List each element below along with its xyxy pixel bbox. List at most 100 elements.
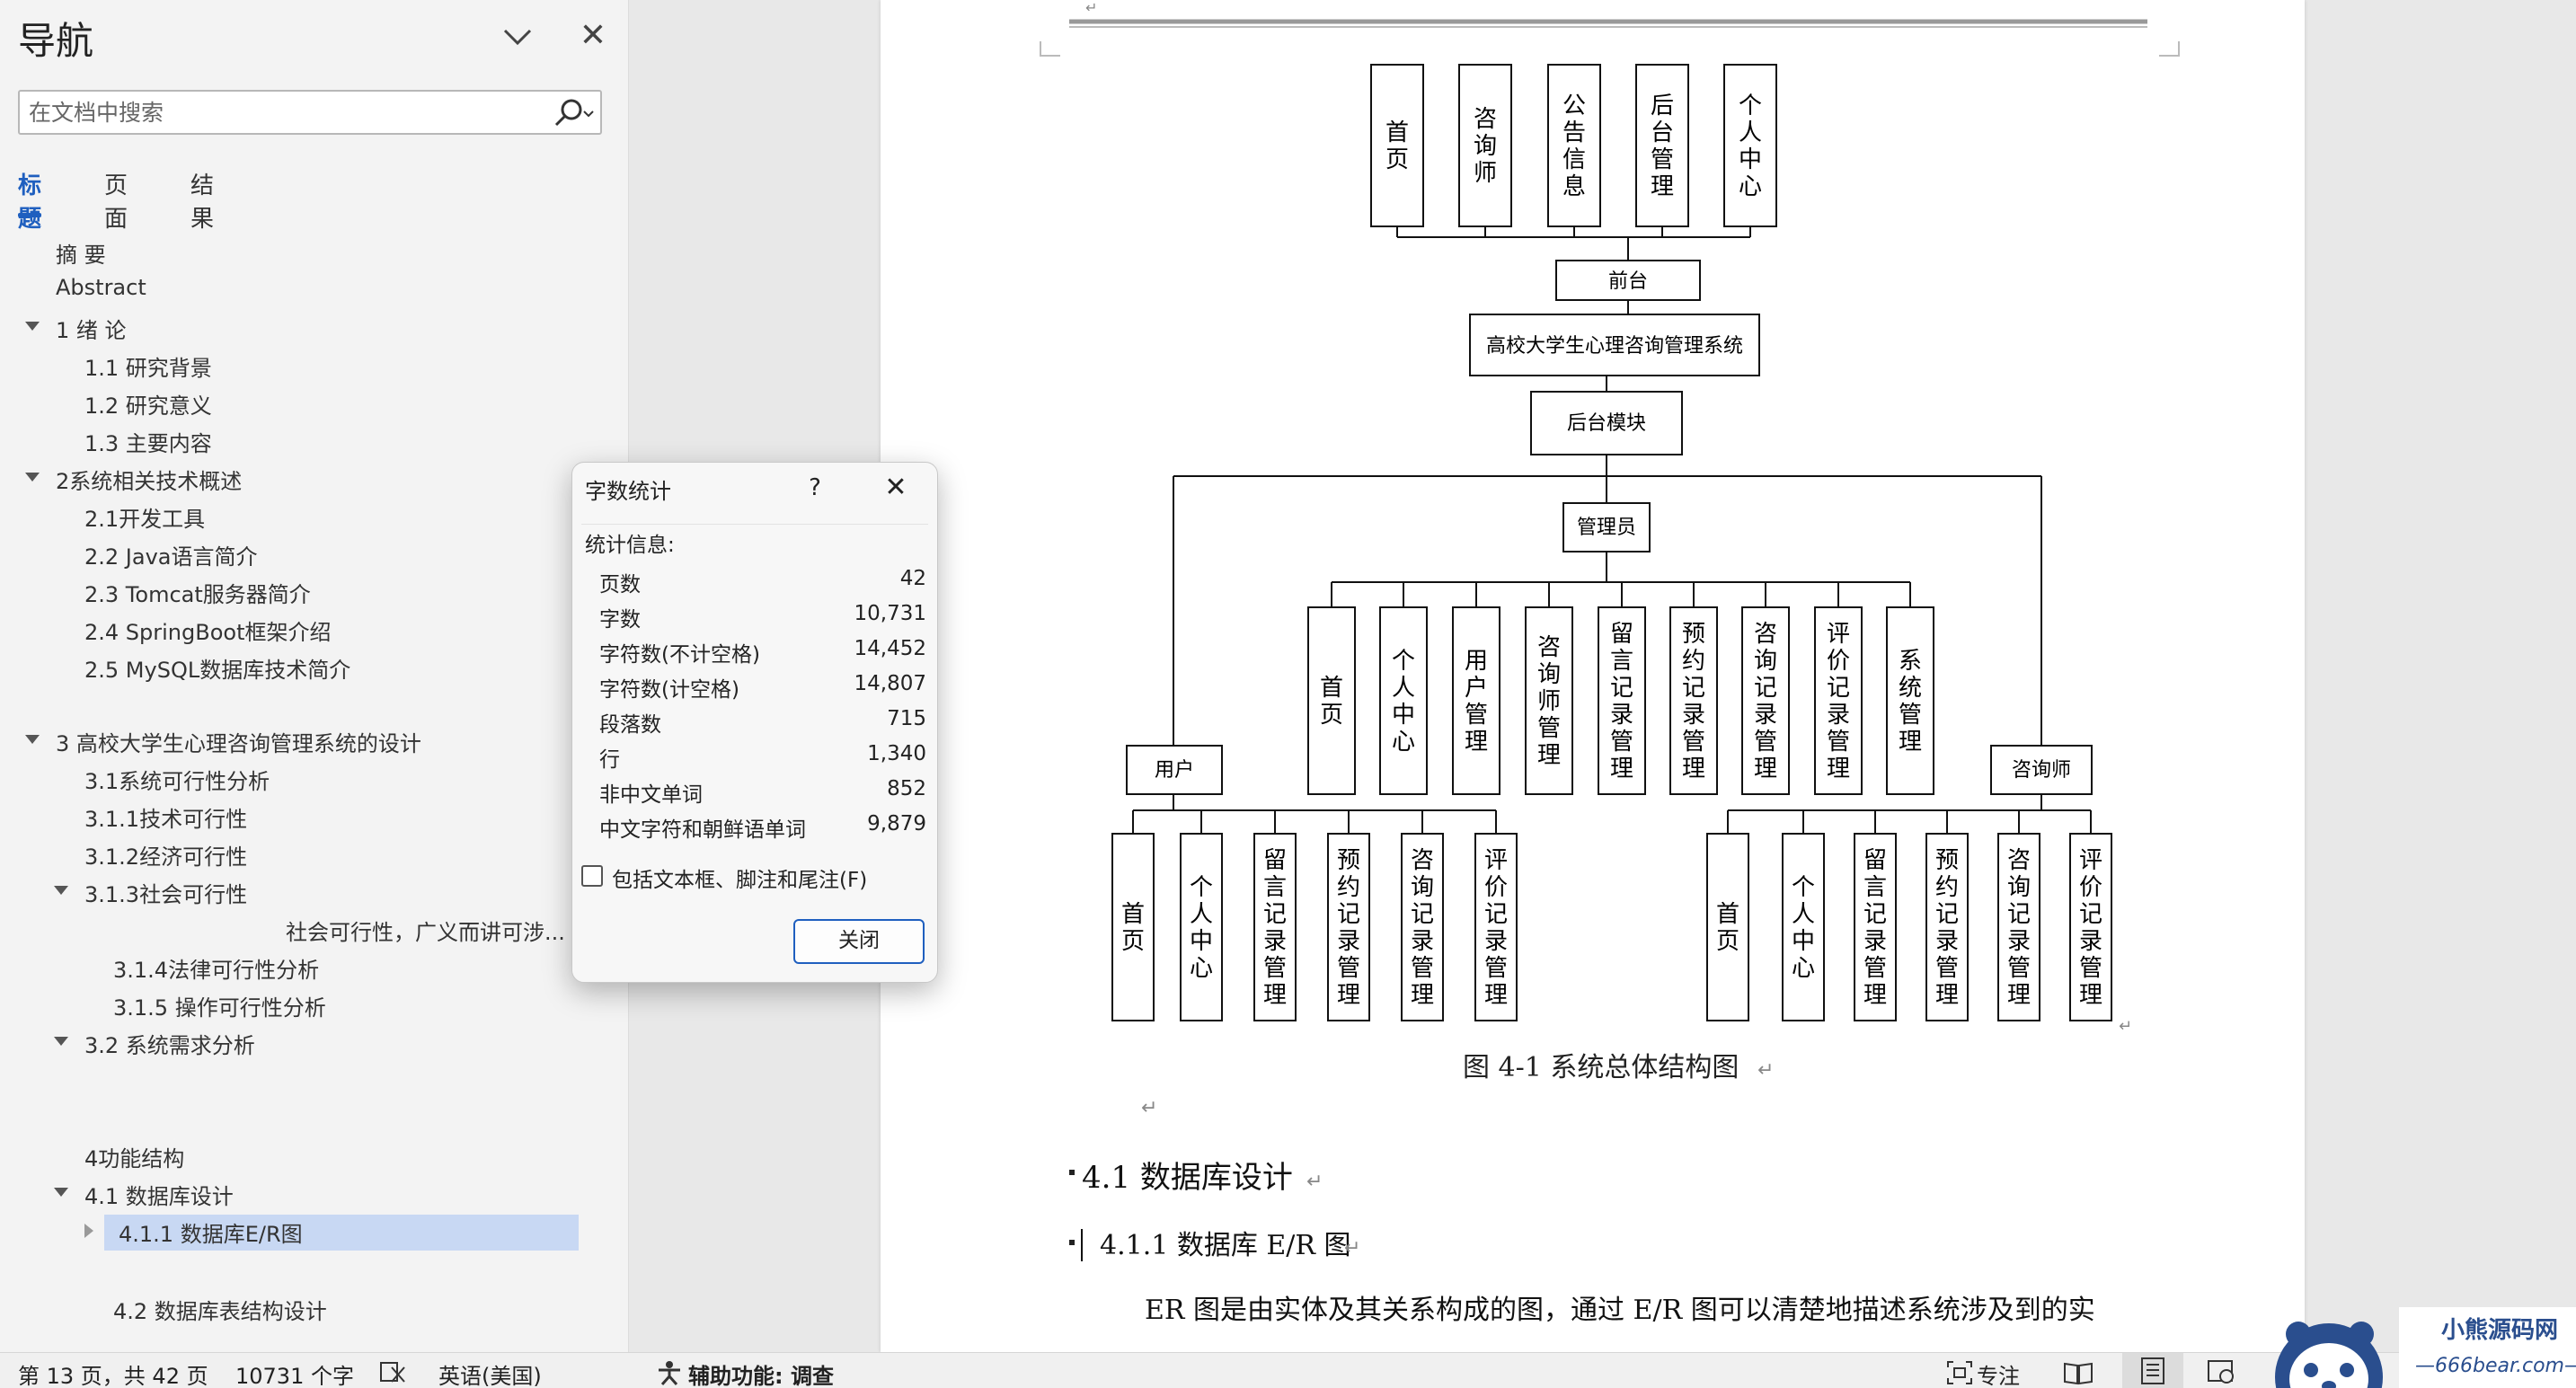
tab-headings[interactable]: 标题: [18, 167, 42, 233]
nav-title: 导航: [18, 19, 94, 63]
frontend-module-label: 后台管理: [1651, 93, 1674, 200]
heading-item[interactable]: 3.1.4法律可行性分析: [113, 958, 320, 983]
dialog-close-icon[interactable]: ✕: [884, 472, 907, 503]
stat-value: 852: [887, 777, 926, 800]
heading-item[interactable]: 2.4 SpringBoot框架介绍: [84, 620, 332, 645]
heading-4-1: 4.1 数据库设计: [1082, 1160, 1293, 1196]
print-layout-icon[interactable]: [2122, 1353, 2183, 1388]
paragraph-mark: ↵: [1085, 0, 1097, 16]
chevron-down-icon[interactable]: [500, 20, 536, 56]
heading-item[interactable]: 3.2 系统需求分析: [84, 1033, 255, 1058]
heading-item[interactable]: 1.1 研究背景: [84, 356, 212, 381]
backend-label: 后台模块: [1567, 412, 1646, 435]
counselor-module-label: 首页: [1716, 901, 1739, 955]
logo-text-bottom: —666bear.com—: [2415, 1355, 2576, 1377]
body-text-line: ER 图是由实体及其关系构成的图，通过 E/R 图可以清楚地描述系统涉及到的实: [1145, 1295, 2095, 1326]
heading-item[interactable]: 3.1系统可行性分析: [84, 769, 270, 794]
focus-mode-button[interactable]: 专注: [1977, 1364, 2020, 1388]
counselor-module-label: 咨询记录管理: [2007, 847, 2031, 1009]
heading-item[interactable]: 2.5 MySQL数据库技术简介: [84, 658, 351, 683]
heading-item[interactable]: 3.1.1技术可行性: [84, 807, 248, 832]
read-mode-icon[interactable]: [2063, 1360, 2094, 1388]
help-button[interactable]: ?: [809, 474, 821, 501]
heading-item[interactable]: Abstract: [56, 275, 146, 300]
search-icon[interactable]: [550, 97, 598, 129]
heading-item[interactable]: 1.3 主要内容: [84, 431, 212, 456]
heading-item[interactable]: 3 高校大学生心理咨询管理系统的设计: [56, 731, 421, 756]
admin-box: [1562, 502, 1651, 553]
proofing-icon[interactable]: [379, 1360, 408, 1388]
heading-item[interactable]: 4功能结构: [84, 1146, 185, 1171]
stat-label: 字符数(不计空格): [599, 643, 760, 667]
collapse-triangle-icon[interactable]: [54, 886, 68, 895]
user-module-label: 个人中心: [1190, 874, 1213, 982]
admin-module-box: [1886, 606, 1934, 795]
paragraph-mark: ↵: [1141, 1097, 1157, 1119]
user-module-label: 评价记录管理: [1484, 847, 1508, 1009]
focus-icon[interactable]: [1946, 1360, 1973, 1388]
search-box[interactable]: [18, 90, 602, 135]
tab-pages[interactable]: 页面: [104, 172, 128, 233]
heading-item[interactable]: 1 绪 论: [56, 318, 127, 343]
collapse-triangle-icon[interactable]: [25, 735, 40, 744]
frontend-module-box: [1370, 64, 1424, 227]
paragraph-mark: ↵: [1757, 1059, 1774, 1082]
admin-module-label: 留言记录管理: [1610, 621, 1633, 782]
paragraph-mark: ↵: [1306, 1171, 1323, 1193]
counselor-box: [1990, 745, 2093, 795]
frontend-label: 前台: [1608, 270, 1648, 293]
figure-caption: 图 4-1 系统总体结构图: [1463, 1052, 1739, 1083]
user-module-box: [1180, 833, 1223, 1021]
status-bar: 第 13 页，共 42 页 10731 个字 英语(美国) 辅助功能: 调查 专…: [0, 1352, 2576, 1388]
heading-item[interactable]: 摘 要: [56, 243, 106, 268]
stat-value: 9,879: [867, 812, 926, 835]
collapse-triangle-icon[interactable]: [54, 1037, 68, 1046]
stat-value: 14,807: [854, 672, 926, 695]
heading-4-1-1: 4.1.1 数据库 E/R 图: [1100, 1230, 1351, 1261]
heading-item[interactable]: 3.1.2经济可行性: [84, 844, 248, 870]
word-count-indicator[interactable]: 10731 个字: [235, 1364, 354, 1388]
admin-module-label: 评价记录管理: [1827, 621, 1850, 782]
admin-module-label: 用户管理: [1465, 648, 1488, 756]
collapse-triangle-icon[interactable]: [25, 473, 40, 482]
admin-label: 管理员: [1577, 517, 1636, 539]
user-box: [1126, 745, 1223, 795]
document-page[interactable]: ↵ 首页咨询师公告信息后台管理个人中心 前台 高校大学生心理咨询管理系统 后台模…: [881, 0, 2305, 1352]
stat-label: 中文字符和朝鲜语单词: [599, 818, 806, 842]
counselor-module-box: [2069, 833, 2112, 1021]
include-textboxes-checkbox[interactable]: [581, 865, 603, 887]
heading-item[interactable]: 2系统相关技术概述: [56, 469, 243, 494]
heading-item[interactable]: 2.1开发工具: [84, 507, 206, 532]
dialog-title: 字数统计: [585, 479, 671, 504]
heading-item[interactable]: 2.2 Java语言简介: [84, 544, 258, 570]
close-button[interactable]: 关闭: [793, 919, 925, 964]
frontend-box: [1555, 260, 1701, 301]
user-module-box: [1327, 833, 1370, 1021]
heading-item[interactable]: 社会可行性，广义而讲可涉...: [286, 920, 565, 945]
page-indicator[interactable]: 第 13 页，共 42 页: [18, 1364, 208, 1388]
search-input[interactable]: [29, 92, 550, 133]
language-indicator[interactable]: 英语(美国): [438, 1364, 542, 1388]
expand-triangle-icon[interactable]: [84, 1224, 93, 1238]
checkbox-label: 包括文本框、脚注和尾注(F): [612, 869, 868, 892]
heading-item[interactable]: 2.3 Tomcat服务器简介: [84, 582, 311, 607]
accessibility-indicator[interactable]: 辅助功能: 调查: [688, 1364, 834, 1388]
web-layout-icon[interactable]: [2207, 1358, 2237, 1388]
tab-results[interactable]: 结果: [190, 172, 215, 233]
heading-item[interactable]: 1.2 研究意义: [84, 393, 212, 419]
heading-item-selected[interactable]: 4.1.1 数据库E/R图: [119, 1222, 303, 1247]
heading-item[interactable]: 4.1 数据库设计: [84, 1184, 234, 1209]
admin-module-label: 系统管理: [1899, 648, 1922, 756]
heading-item[interactable]: 4.2 数据库表结构设计: [113, 1299, 327, 1324]
close-icon[interactable]: ✕: [579, 17, 607, 54]
admin-module-box: [1379, 606, 1428, 795]
counselor-module-label: 个人中心: [1792, 874, 1815, 982]
frontend-module-box: [1547, 64, 1601, 227]
collapse-triangle-icon[interactable]: [54, 1188, 68, 1197]
admin-module-box: [1669, 606, 1718, 795]
collapse-triangle-icon[interactable]: [25, 322, 40, 331]
heading-item[interactable]: 3.1.3社会可行性: [84, 882, 248, 907]
heading-item[interactable]: 3.1.5 操作可行性分析: [113, 995, 326, 1021]
